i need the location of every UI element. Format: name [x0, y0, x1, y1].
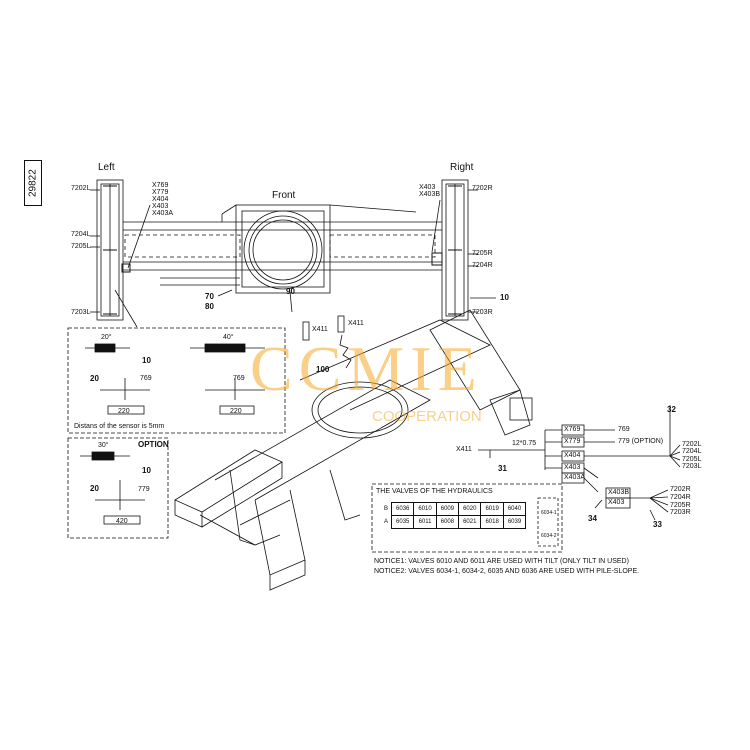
part-number: 20 [90, 484, 99, 493]
connector-code: X779 [152, 189, 169, 196]
connector-code: X403 [419, 184, 436, 191]
part-number: 70 [205, 292, 214, 301]
cable-box: X769 [564, 426, 581, 433]
label-front: Front [272, 190, 296, 201]
detail-box-1-content [85, 343, 265, 415]
sensor-code: 7203L [71, 309, 91, 316]
cable-output: 7202L [682, 441, 702, 448]
part-number: 32 [667, 405, 676, 414]
valves-table: B 6036 6010 6009 6020 6019 6040 A 6035 6… [380, 502, 527, 529]
connector-code: X403 [152, 203, 169, 210]
cable-output: 7203L [682, 463, 702, 470]
cable-diagram [478, 405, 681, 521]
valves-row-b: B 6036 6010 6009 6020 6019 6040 [380, 502, 527, 516]
connector-code: X404 [152, 196, 169, 203]
sensor-markers [103, 185, 462, 315]
part-number: 10 [142, 356, 151, 365]
connector-code: X403B [419, 191, 441, 198]
cable-box-label: 779 (OPTION) [618, 438, 664, 445]
valve-cell: 6009 [435, 502, 460, 516]
dimension-label: 420 [116, 518, 128, 525]
sensor-code-label: 779 [138, 486, 150, 493]
part-number: 100 [316, 365, 330, 374]
sensor-code: 7205L [71, 243, 91, 250]
cable-sub-box: X403 [608, 499, 625, 506]
valve-cell: 6040 [502, 502, 527, 516]
center-frame [221, 204, 417, 294]
watermark-brand: CCMIE [250, 333, 483, 404]
angle-label: 20° [101, 334, 112, 341]
part-number: 34 [588, 514, 597, 523]
connector-x411: X411 [312, 326, 328, 333]
part-number: 33 [653, 520, 662, 529]
row-label: A [384, 519, 389, 525]
cable-box: X404 [564, 452, 581, 459]
valve-cell: 6035 [391, 515, 415, 529]
part-number: 10 [500, 293, 509, 302]
valve-cell: 6018 [480, 515, 504, 529]
cable-output: 7205L [682, 456, 702, 463]
label-left: Left [98, 162, 115, 173]
sensor-code: 7202R [472, 185, 493, 192]
cable-output: 7203R [670, 509, 691, 516]
sensor-code: 7205R [472, 250, 493, 257]
valve-cell: 6011 [413, 515, 437, 529]
valve-cell: 6036 [391, 502, 415, 516]
notice-2: NOTICE2: VALVES 6034-1, 6034-2, 6035 AND… [374, 568, 640, 575]
valve-extra: 6034-2 [541, 533, 557, 539]
angle-label: 40° [223, 334, 234, 341]
label-right: Right [450, 162, 474, 173]
sensor-code-label: 769 [140, 375, 152, 382]
dimension-label: 220 [230, 408, 242, 415]
cable-output: 7204L [682, 448, 702, 455]
dimension-label: 220 [118, 408, 130, 415]
part-number: 80 [205, 302, 214, 311]
cable-box: X403A [564, 474, 586, 481]
valve-cell: 6010 [413, 502, 437, 516]
cable-box: X403 [564, 464, 581, 471]
sensor-code: 7203R [472, 309, 493, 316]
notice-1: NOTICE1: VALVES 6010 AND 6011 ARE USED W… [374, 558, 629, 565]
valve-cell: 6039 [502, 515, 527, 529]
connector-code: X403A [152, 210, 174, 217]
cable-output: 7204R [670, 494, 691, 501]
cable-sub-box: X403B [608, 489, 630, 496]
cable-spec: 12*0.75 [512, 440, 537, 447]
valve-cell: 6019 [480, 502, 504, 516]
watermark-sub: COOPERATION [372, 408, 482, 425]
connector-x411: X411 [348, 320, 364, 327]
sensor-code: 7204R [472, 262, 493, 269]
cross-members [123, 221, 442, 286]
valve-cell: 6020 [458, 502, 482, 516]
sensor-code: 7202L [71, 185, 91, 192]
angle-label: 30° [98, 442, 109, 449]
part-number: 31 [498, 464, 507, 473]
right-beam [441, 179, 469, 321]
isometric-frame [174, 309, 533, 591]
distance-note: Distans of the sensor is 5mm [74, 423, 165, 430]
detail-box-1 [67, 327, 286, 434]
cable-box-label: 769 [618, 426, 630, 433]
valves-row-a: A 6035 6011 6008 6021 6018 6039 [380, 515, 527, 529]
valves-title: THE VALVES OF THE HYDRAULICS [376, 488, 493, 495]
cable-output: 7205R [670, 502, 691, 509]
part-number: 90 [286, 287, 295, 296]
part-number: 10 [142, 466, 151, 475]
option-label: OPTION [138, 440, 169, 449]
sensor-code-label: 769 [233, 375, 245, 382]
detail-box-2 [67, 437, 169, 539]
cable-x411: X411 [456, 446, 472, 453]
leader-lines-top [90, 189, 496, 328]
connector-code: X769 [152, 182, 169, 189]
row-label: B [384, 506, 389, 512]
valve-extra: 6034-1 [541, 510, 557, 516]
part-number: 20 [90, 374, 99, 383]
cable-output: 7202R [670, 486, 691, 493]
cable-box: X779 [564, 438, 581, 445]
sensor-code: 7204L [71, 231, 91, 238]
detail-box-2-content [80, 451, 145, 525]
valve-cell: 6008 [435, 515, 460, 529]
valve-cell: 6021 [458, 515, 482, 529]
